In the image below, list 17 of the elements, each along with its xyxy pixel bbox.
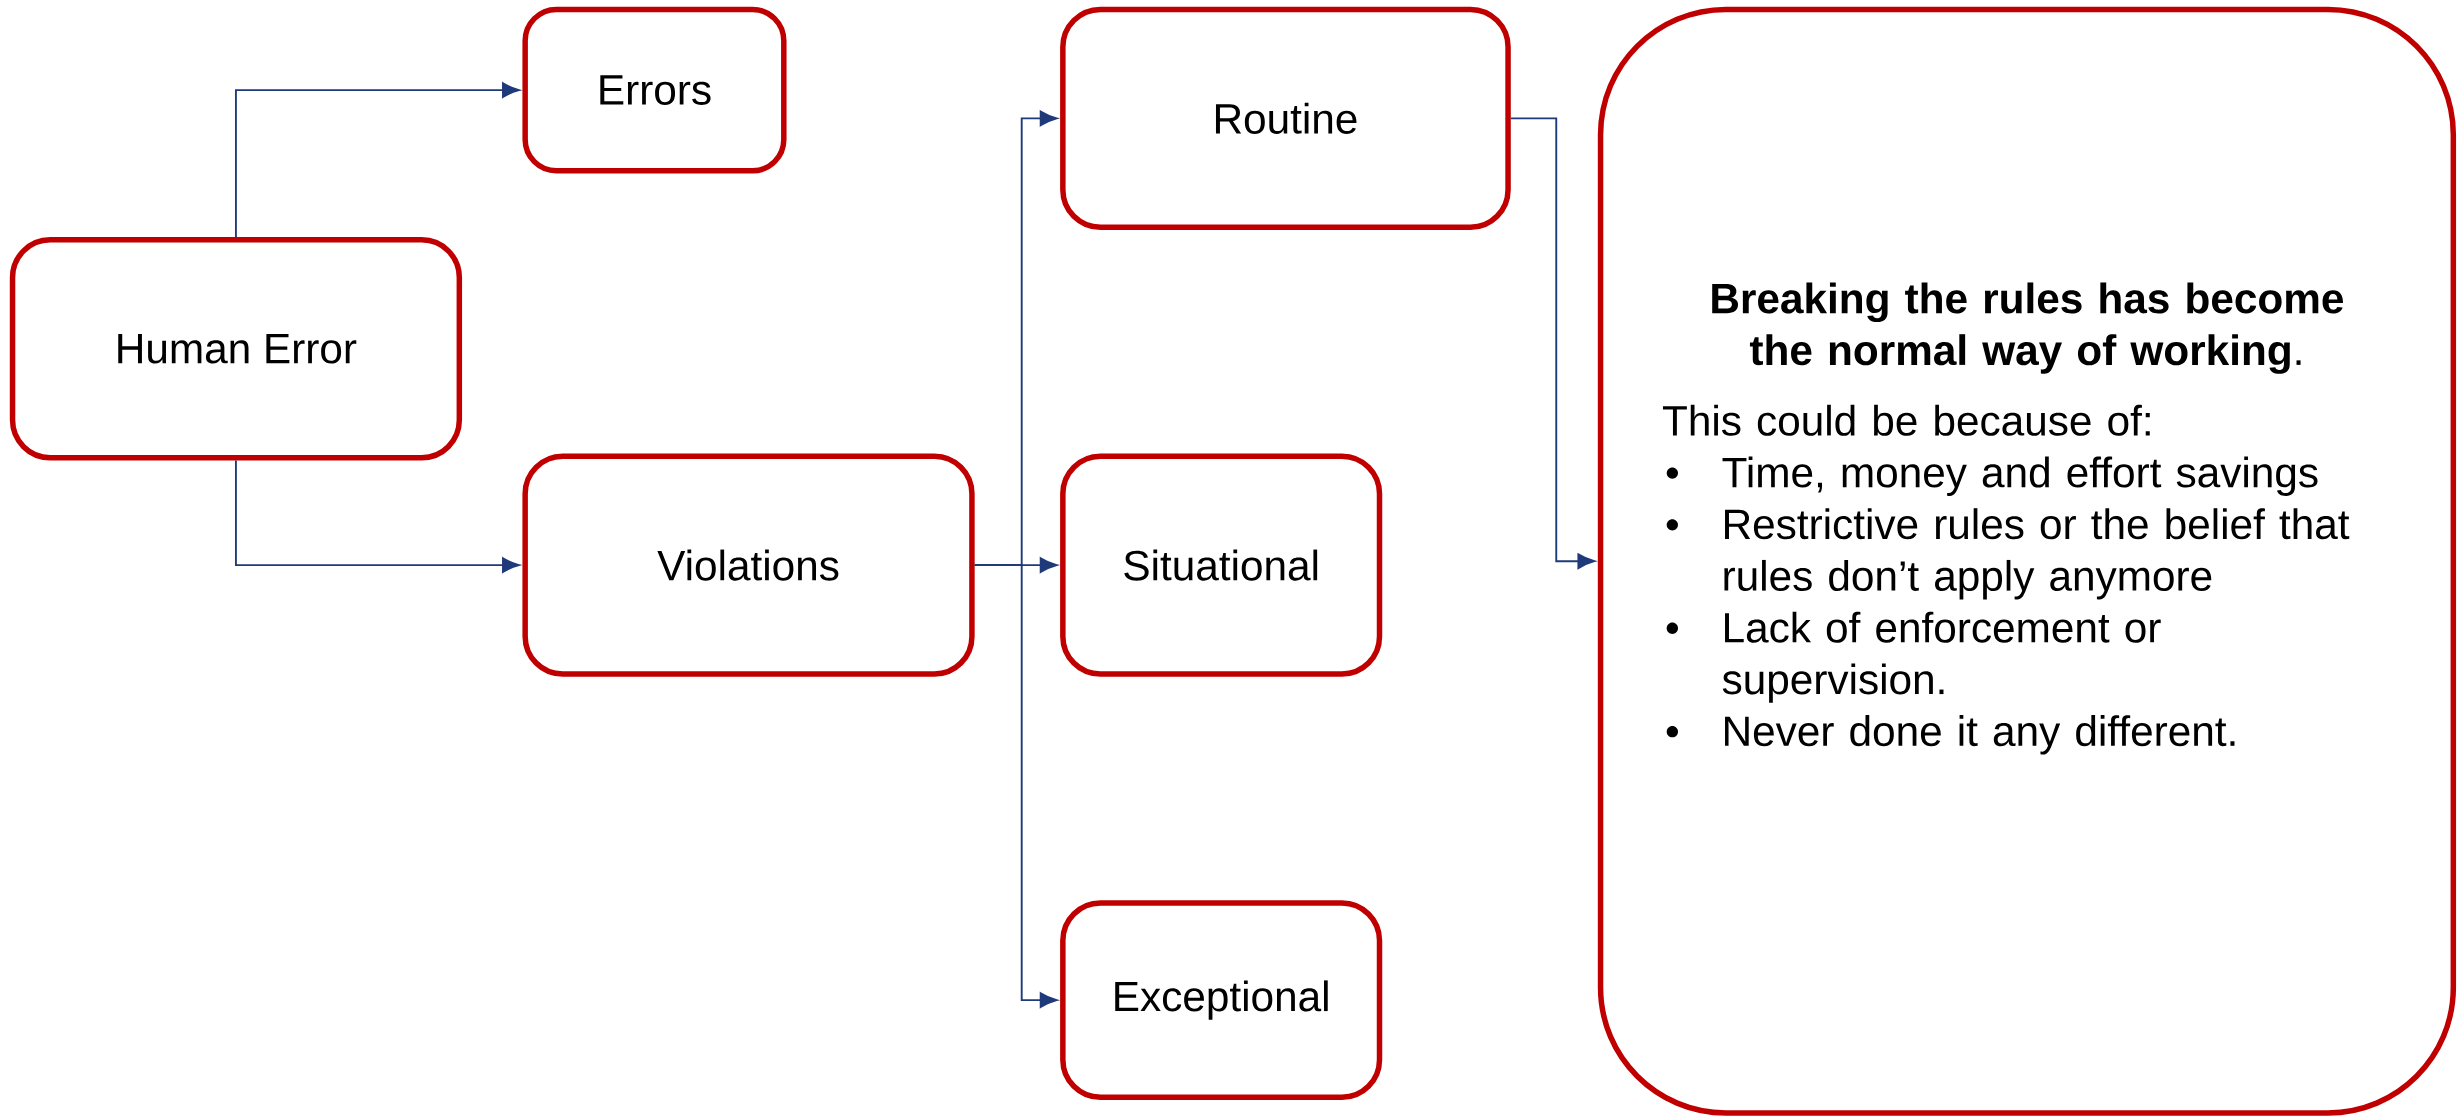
bullet-item: Time, money and effort savings bbox=[1666, 456, 2318, 497]
process-box: Errors bbox=[522, 6, 787, 174]
process-box: Human Error bbox=[9, 237, 463, 461]
arrow bbox=[973, 564, 1058, 1009]
bullet-item: Lack of enforcement or supervision. bbox=[1666, 611, 2161, 703]
process-box: Situational bbox=[1060, 453, 1383, 677]
text-box bbox=[1597, 6, 2457, 1116]
bullet-item: Never done it any different. bbox=[1666, 715, 2235, 755]
process-box: Violations bbox=[522, 453, 975, 677]
arrow bbox=[1509, 117, 1596, 570]
heading-text: Breaking the rules has become the normal way of working. bbox=[1712, 282, 2343, 374]
process-box: Routine bbox=[1060, 6, 1511, 231]
arrow bbox=[235, 82, 520, 239]
bullet-item: Restrictive rules or the belief that rules don’t apply anymore bbox=[1666, 508, 2350, 600]
body-text: This could be because of: bbox=[1662, 404, 2150, 436]
arrow bbox=[235, 459, 520, 574]
process-box: Exceptional bbox=[1060, 900, 1383, 1101]
